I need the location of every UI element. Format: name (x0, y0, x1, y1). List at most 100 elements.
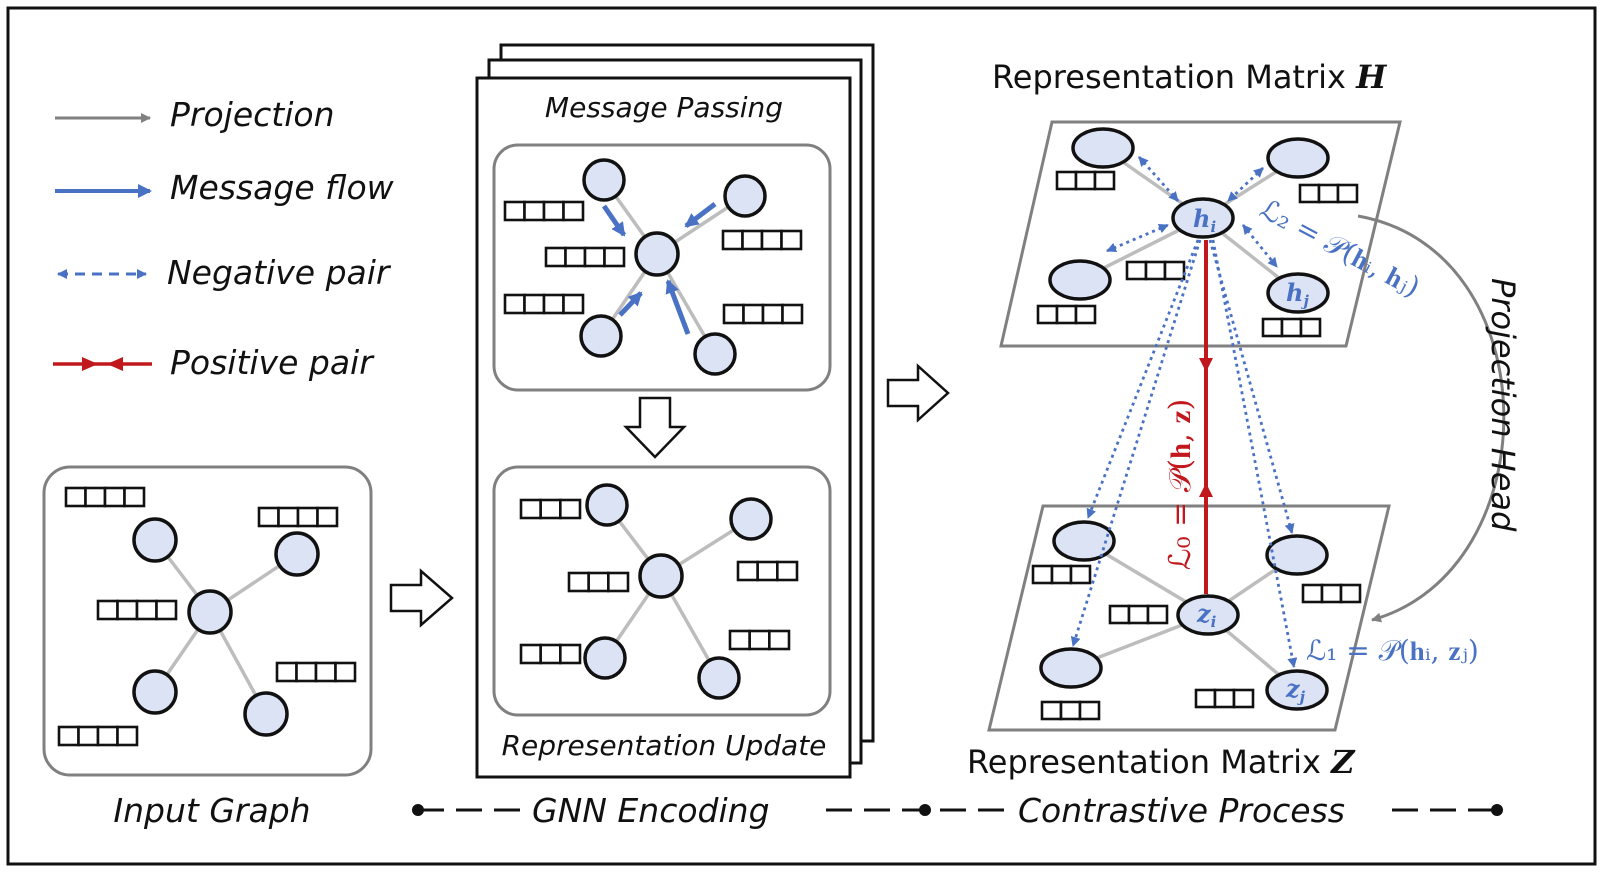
feature-cell (103, 486, 126, 508)
feature-cell (84, 486, 107, 508)
feature-cell (1040, 700, 1063, 721)
feature-cell (96, 725, 119, 747)
feature-cell (1074, 170, 1097, 191)
feature-cell (64, 486, 87, 508)
feature-cell (1213, 688, 1236, 709)
feature-cell (722, 303, 745, 325)
legend-negative-pair-label: Negative pair (167, 253, 392, 292)
representation-update-title: Representation Update (502, 729, 827, 762)
feature-vector (736, 560, 799, 582)
svg-text:hj: hj (1286, 278, 1309, 310)
matrix-z-plane: zi zj (987, 504, 1391, 732)
projection-head-label: Projection Head (1484, 278, 1522, 532)
feature-cell (296, 506, 319, 528)
feature-cell (334, 661, 357, 683)
node-z-j (1265, 669, 1329, 711)
feature-vector (503, 293, 585, 315)
gnn-layer-stack: Message Passing (475, 43, 875, 779)
feature-cell (1298, 183, 1321, 204)
figure-frame (6, 6, 1597, 866)
gnn-encoding-label: GNN Encoding (532, 791, 770, 830)
feature-vector (96, 599, 178, 621)
feature-cell (583, 246, 606, 268)
feature-cell (1055, 170, 1078, 191)
feature-cell (1108, 604, 1131, 625)
node-h-i (1171, 197, 1235, 239)
feature-cell (314, 661, 337, 683)
feature-cell (1301, 583, 1324, 604)
graph-node (187, 589, 233, 635)
feature-cell (736, 560, 759, 582)
feature-vector (567, 571, 630, 593)
feature-cell (1194, 688, 1217, 709)
graph-node (132, 517, 178, 563)
feature-cell (542, 293, 565, 315)
feature-cell (780, 229, 803, 251)
legend-negative-pair: Negative pair (57, 253, 392, 292)
graph-node (132, 669, 178, 715)
feature-cell (742, 303, 765, 325)
feature-cell (257, 506, 280, 528)
feature-cell (721, 229, 744, 251)
feature-cell (539, 498, 562, 520)
loss-l0-label: ℒ₀ = 𝒫(𝐡, 𝐳) (1163, 399, 1198, 570)
feature-cell (781, 303, 804, 325)
feature-cell (542, 200, 565, 222)
feature-cell (562, 200, 585, 222)
legend-message-flow-label: Message flow (170, 168, 395, 207)
feature-cell (277, 506, 300, 528)
node-z-i (1176, 594, 1240, 636)
feature-cell (564, 246, 587, 268)
negative-pairs-cross (1070, 239, 1298, 668)
feature-vector (519, 643, 582, 665)
feature-vector (721, 229, 803, 251)
feature-cell (1317, 183, 1340, 204)
feature-vector (1194, 688, 1255, 709)
feature-cell (1050, 564, 1073, 585)
feature-cell (155, 599, 178, 621)
hollow-arrow-right-icon (389, 568, 454, 628)
feature-vector (257, 506, 339, 528)
feature-vector (1036, 304, 1097, 325)
feature-cell (77, 725, 100, 747)
feature-cell (1078, 700, 1101, 721)
feature-cell (1280, 317, 1303, 338)
feature-cell (275, 661, 298, 683)
feature-cell (519, 498, 542, 520)
feature-cell (503, 293, 526, 315)
legend: Projection Message flow Negative pair Po… (53, 95, 395, 382)
feature-cell (748, 629, 771, 651)
feature-cell (559, 643, 582, 665)
feature-cell (1339, 583, 1362, 604)
matrix-z-title: Representation Matrix Z (967, 743, 1356, 781)
feature-cell (1031, 564, 1054, 585)
feature-cell (567, 571, 590, 593)
feature-cell (1163, 260, 1186, 281)
svg-text:zj: zj (1285, 674, 1306, 706)
feature-cell (1074, 304, 1097, 325)
legend-positive-pair-label: Positive pair (170, 343, 375, 382)
feature-vector (728, 629, 791, 651)
feature-cell (587, 571, 610, 593)
feature-cell (741, 229, 764, 251)
feature-cell (123, 486, 146, 508)
message-flow-arrows (601, 202, 717, 335)
feature-cell (776, 560, 799, 582)
feature-cell (1336, 183, 1359, 204)
loss-l1-label: ℒ₁ = 𝒫(𝐡ᵢ, 𝐳ⱼ) (1306, 634, 1479, 667)
feature-cell (295, 661, 318, 683)
feature-vector (544, 246, 626, 268)
projection-head-arrow (1357, 214, 1506, 623)
feature-vector (1261, 317, 1322, 338)
svg-text:hi: hi (1193, 204, 1216, 236)
feature-cell (116, 599, 139, 621)
feature-cell (519, 643, 542, 665)
feature-cell (760, 229, 783, 251)
legend-projection: Projection (55, 95, 334, 134)
input-graph-caption: Input Graph (113, 791, 310, 830)
feature-cell (1261, 317, 1284, 338)
feature-cell (523, 293, 546, 315)
matrix-h-title: Representation Matrix H (992, 58, 1388, 96)
feature-cell (768, 629, 791, 651)
